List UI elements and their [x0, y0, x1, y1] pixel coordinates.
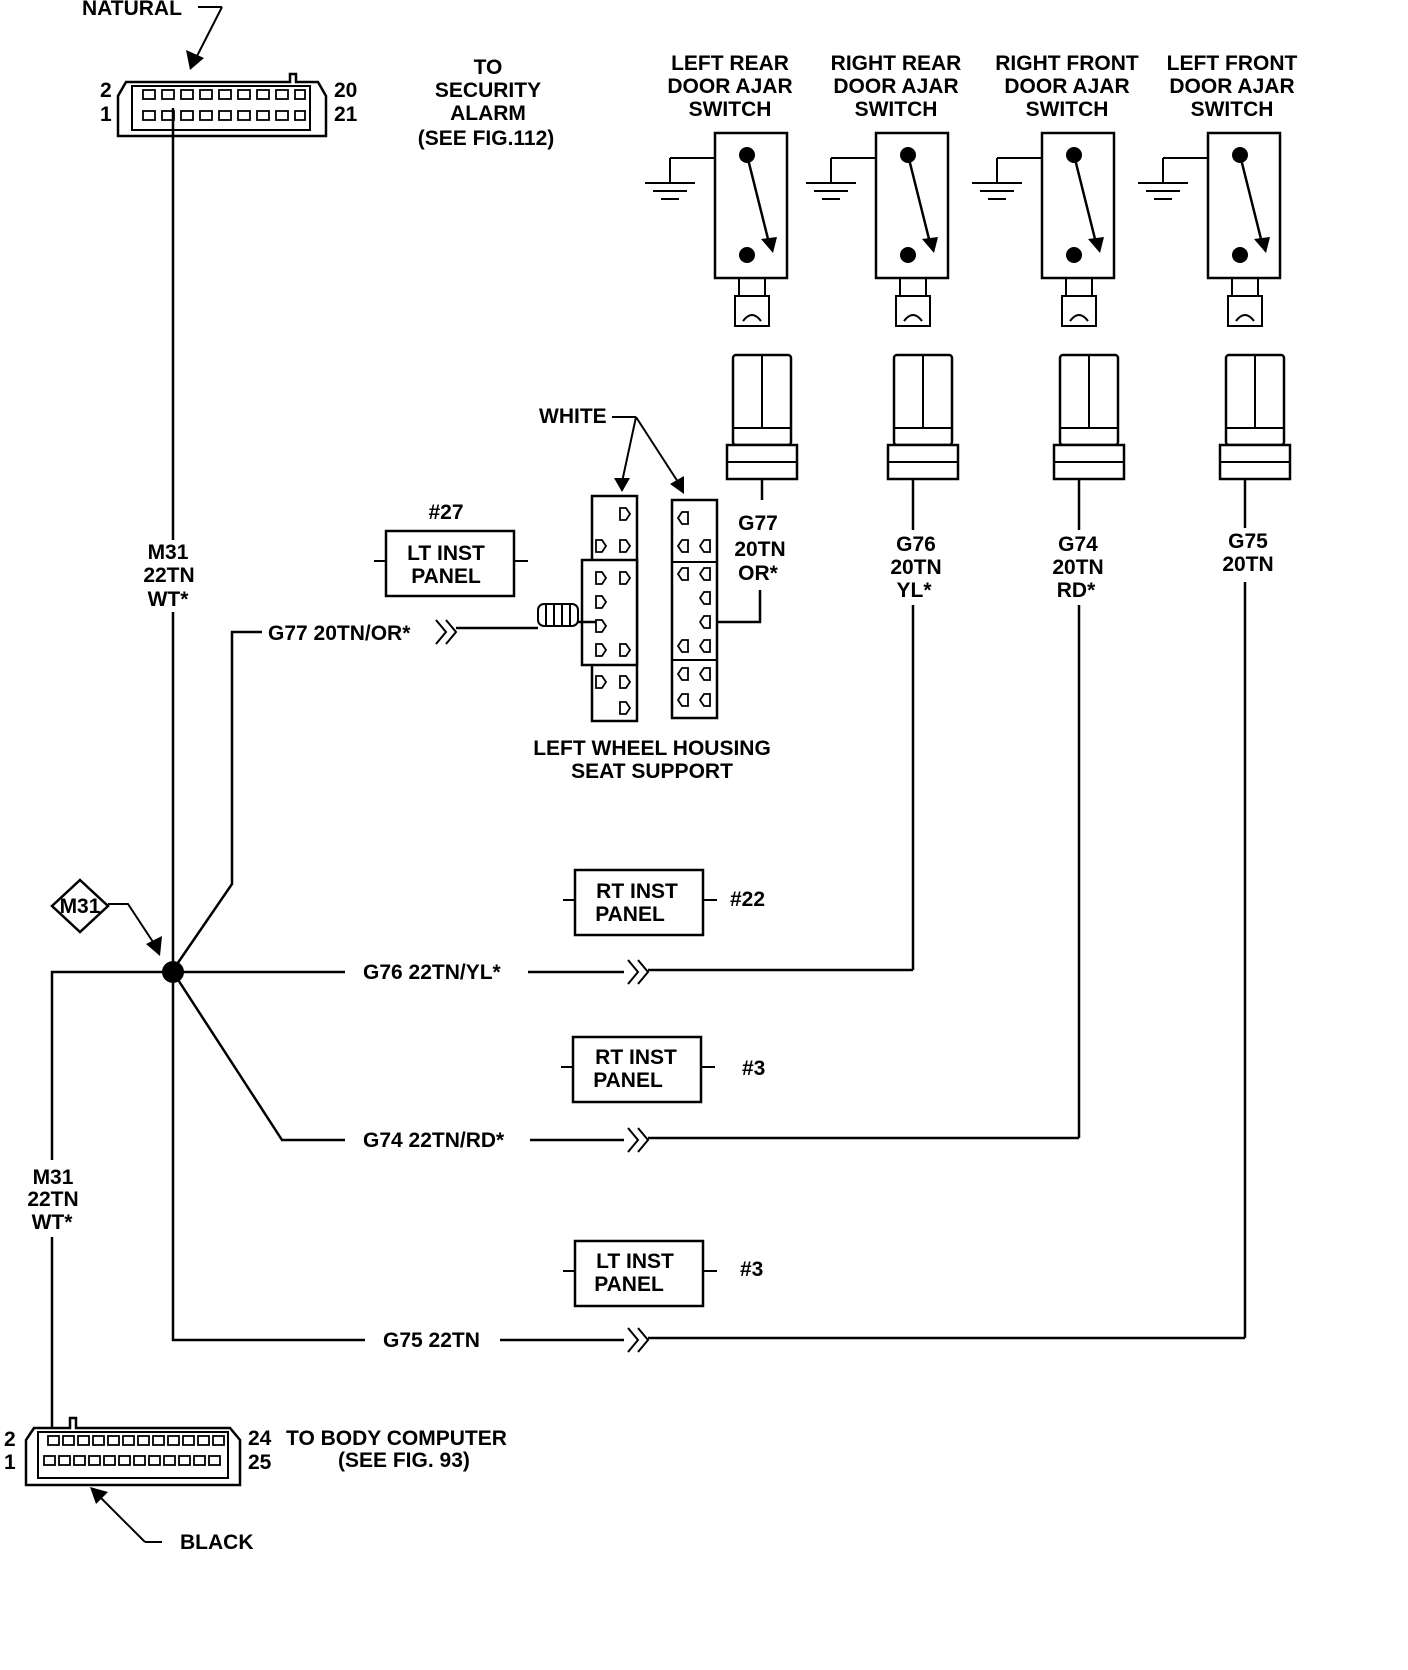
- svg-text:22TN: 22TN: [27, 1188, 78, 1211]
- pin-21: 21: [334, 103, 358, 126]
- lt-inst-panel-3: LT INST PANEL #3: [561, 1239, 763, 1308]
- harness: M31 22TN WT* G77 20TN/OR* M31 G76 22TN/Y…: [27, 108, 1245, 1438]
- svg-text:LEFT FRONT: LEFT FRONT: [1167, 52, 1298, 75]
- svg-text:SECURITY: SECURITY: [435, 79, 541, 102]
- svg-text:22TN: 22TN: [143, 564, 194, 587]
- svg-text:WT*: WT*: [32, 1211, 74, 1234]
- g74-switch-wire-label: G74 20TN RD*: [1052, 533, 1103, 602]
- right-front-door-ajar-switch: RIGHT FRONT DOOR AJAR SWITCH G74 20TN RD…: [970, 52, 1139, 1138]
- right-rear-door-ajar-switch: RIGHT REAR DOOR AJAR SWITCH G76 20TN YL*: [804, 52, 962, 970]
- svg-text:RIGHT REAR: RIGHT REAR: [831, 52, 962, 75]
- g76-switch-wire-label: G76 20TN YL*: [890, 533, 941, 602]
- g76-harness-label: G76 22TN/YL*: [363, 961, 502, 984]
- svg-text:DOOR AJAR: DOOR AJAR: [1004, 75, 1129, 98]
- svg-text:#27: #27: [428, 501, 463, 524]
- pin-20: 20: [334, 79, 357, 102]
- pin-1-bottom: 1: [4, 1451, 16, 1474]
- svg-text:PANEL: PANEL: [595, 903, 665, 926]
- black-pointer: [90, 1487, 162, 1543]
- svg-text:SWITCH: SWITCH: [689, 98, 772, 121]
- svg-text:RIGHT FRONT: RIGHT FRONT: [995, 52, 1139, 75]
- left-rear-door-ajar-switch: LEFT REAR DOOR AJAR SWITCH G77 20TN OR*: [643, 52, 799, 624]
- g75-harness-label: G75 22TN: [383, 1329, 480, 1352]
- svg-text:SWITCH: SWITCH: [1026, 98, 1109, 121]
- svg-text:LEFT REAR: LEFT REAR: [671, 52, 789, 75]
- svg-text:LEFT WHEEL HOUSING: LEFT WHEEL HOUSING: [533, 737, 771, 760]
- m31-lower-label: M31 22TN WT*: [27, 1166, 78, 1234]
- svg-text:G75: G75: [1228, 530, 1268, 553]
- left-wheel-housing-connector: WHITE: [533, 405, 771, 783]
- svg-text:M31: M31: [33, 1166, 74, 1189]
- natural-label: NATURAL: [82, 0, 182, 20]
- svg-text:M31: M31: [148, 541, 189, 564]
- svg-text:SWITCH: SWITCH: [855, 98, 938, 121]
- right-housing-terminals: [676, 511, 711, 707]
- bottom-connector-black: 2 1 24 25 TO BODY COMPUTER (SEE FIG. 93)…: [4, 1416, 507, 1554]
- svg-text:WT*: WT*: [148, 588, 190, 611]
- pin-2-top: 2: [100, 79, 112, 102]
- svg-text:(SEE FIG.112): (SEE FIG.112): [418, 127, 555, 150]
- body-computer-label: TO BODY COMPUTER: [286, 1427, 507, 1450]
- rt-inst-panel-3: RT INST PANEL #3: [559, 1035, 765, 1104]
- svg-text:ALARM: ALARM: [450, 102, 526, 125]
- svg-text:G76: G76: [896, 533, 936, 556]
- g74-harness-label: G74 22TN/RD*: [363, 1129, 505, 1152]
- lt-inst-panel-27: #27 LT INST PANEL: [372, 501, 530, 598]
- pin-1-top: 1: [100, 103, 112, 126]
- pin-24: 24: [248, 1427, 272, 1450]
- white-label: WHITE: [539, 405, 607, 428]
- svg-text:PANEL: PANEL: [593, 1069, 663, 1092]
- svg-text:PANEL: PANEL: [411, 565, 481, 588]
- wire-seal-icon: [537, 603, 579, 627]
- svg-text:#3: #3: [742, 1057, 765, 1080]
- svg-text:#22: #22: [730, 888, 765, 911]
- svg-text:G77: G77: [738, 512, 778, 535]
- top-connector-natural: NATURAL 2 1 20 21 TO SECURITY ALARM (SEE…: [82, 0, 554, 150]
- rt-inst-panel-22: RT INST PANEL #22: [561, 868, 765, 937]
- left-wheel-housing-label: LEFT WHEEL HOUSING SEAT SUPPORT: [533, 737, 771, 783]
- g77-switch-wire-label: G77 20TN OR*: [734, 512, 785, 585]
- svg-text:PANEL: PANEL: [594, 1273, 664, 1296]
- svg-text:RT INST: RT INST: [595, 1046, 677, 1069]
- svg-text:20TN: 20TN: [1222, 553, 1273, 576]
- svg-text:SWITCH: SWITCH: [1191, 98, 1274, 121]
- bottom-connector-pins: [43, 1435, 225, 1466]
- pin-25: 25: [248, 1451, 272, 1474]
- svg-text:TO: TO: [474, 56, 503, 79]
- svg-text:RT INST: RT INST: [596, 880, 678, 903]
- svg-text:DOOR AJAR: DOOR AJAR: [1169, 75, 1294, 98]
- pin-2-bottom: 2: [4, 1428, 16, 1451]
- svg-text:DOOR AJAR: DOOR AJAR: [833, 75, 958, 98]
- left-housing-terminals: [595, 507, 632, 715]
- svg-text:LT INST: LT INST: [596, 1250, 674, 1273]
- security-alarm-label: TO SECURITY ALARM (SEE FIG.112): [418, 56, 555, 150]
- black-label: BLACK: [180, 1531, 254, 1554]
- svg-text:SEAT SUPPORT: SEAT SUPPORT: [571, 760, 733, 783]
- svg-text:G74: G74: [1058, 533, 1098, 556]
- splice-marker: M31: [50, 878, 162, 956]
- svg-text:M31: M31: [60, 895, 101, 918]
- g75-switch-wire-label: G75 20TN: [1222, 530, 1273, 576]
- svg-text:#3: #3: [740, 1258, 763, 1281]
- svg-text:RD*: RD*: [1057, 579, 1096, 602]
- g77-harness-label: G77 20TN/OR*: [268, 622, 411, 645]
- svg-text:20TN: 20TN: [1052, 556, 1103, 579]
- m31-upper-label: M31 22TN WT*: [143, 541, 194, 611]
- left-front-door-ajar-switch: LEFT FRONT DOOR AJAR SWITCH G75 20TN: [1136, 52, 1298, 1338]
- svg-text:YL*: YL*: [896, 579, 932, 602]
- body-computer-ref: (SEE FIG. 93): [338, 1449, 470, 1472]
- svg-text:20TN: 20TN: [734, 538, 785, 561]
- svg-text:20TN: 20TN: [890, 556, 941, 579]
- svg-text:LT INST: LT INST: [407, 542, 485, 565]
- top-connector-pins: [142, 89, 306, 121]
- svg-text:OR*: OR*: [738, 562, 779, 585]
- svg-text:DOOR AJAR: DOOR AJAR: [667, 75, 792, 98]
